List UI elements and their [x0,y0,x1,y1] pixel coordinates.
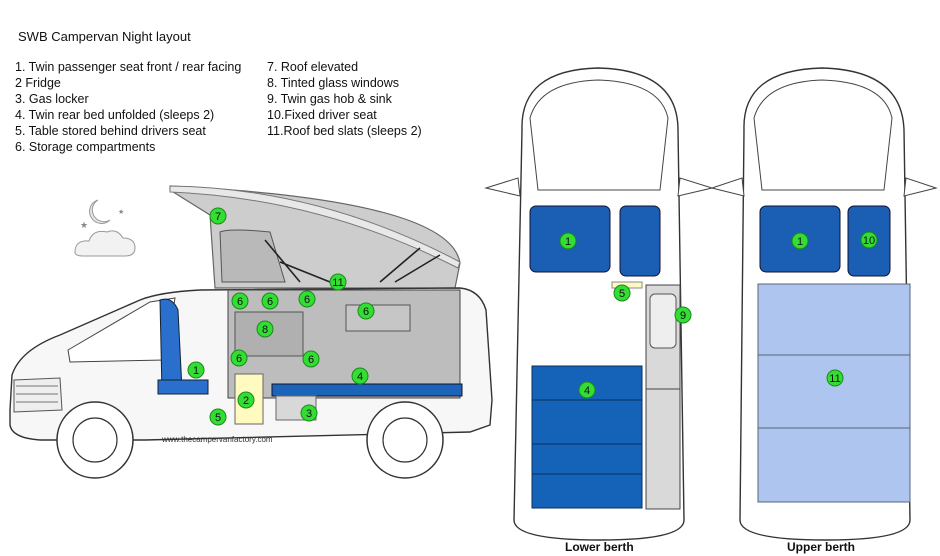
svg-text:6: 6 [267,296,273,308]
marker-2: 2 [237,391,255,409]
marker-1: 1 [791,232,809,250]
legend-item: 2 Fridge [15,76,61,90]
svg-text:9: 9 [680,310,686,322]
marker-6: 6 [298,290,316,308]
lower-berth-label: Lower berth [565,540,634,554]
legend-left: 1. Twin passenger seat front / rear faci… [15,59,241,155]
watermark-text: www.thecampervanfactory.com [161,435,273,444]
marker-4: 4 [578,381,596,399]
svg-text:6: 6 [304,294,310,306]
svg-text:8: 8 [262,324,268,336]
svg-text:1: 1 [193,365,199,377]
svg-text:1: 1 [565,236,571,248]
marker-3: 3 [300,404,318,422]
marker-5: 5 [209,408,227,426]
svg-text:11: 11 [829,373,840,385]
upper-berth-label: Upper berth [787,540,856,554]
svg-text:4: 4 [357,371,363,383]
marker-9: 9 [674,306,692,324]
svg-text:2: 2 [243,395,249,407]
svg-text:7: 7 [215,211,221,223]
side-view: www.thecampervanfactory.com [9,185,493,479]
number-markers: 7 11 6 6 6 6 8 6 6 4 1 2 5 3 1 5 9 4 1 10 11 [187,207,878,426]
svg-text:3: 3 [306,408,312,420]
upper-berth-plan [710,67,938,541]
legend-item: 4. Twin rear bed unfolded (sleeps 2) [15,108,215,122]
marker-11: 11 [826,369,844,387]
marker-6: 6 [231,292,249,310]
marker-6: 6 [357,302,375,320]
marker-7: 7 [209,207,227,225]
marker-1: 1 [559,232,577,250]
marker-1: 1 [187,361,205,379]
svg-text:5: 5 [215,412,221,424]
marker-4: 4 [351,367,369,385]
svg-text:1: 1 [797,236,803,248]
marker-8: 8 [256,320,274,338]
legend-item: 6. Storage compartments [15,140,156,154]
legend-item: 5. Table stored behind drivers seat [15,124,206,138]
svg-text:6: 6 [236,353,242,365]
legend-item: 3. Gas locker [15,92,89,106]
legend-item: 9. Twin gas hob & sink [267,92,392,106]
legend-item: 1. Twin passenger seat front / rear faci… [15,60,242,74]
svg-text:★: ★ [80,220,88,230]
svg-text:★: ★ [118,208,124,216]
moon-cloud-icon: ★ ★ [74,199,136,257]
svg-text:6: 6 [237,296,243,308]
svg-text:6: 6 [308,354,314,366]
legend-item: 11.Roof bed slats (sleeps 2) [267,124,422,138]
svg-text:5: 5 [619,288,625,300]
marker-6: 6 [302,350,320,368]
svg-text:6: 6 [363,306,369,318]
marker-6: 6 [261,292,279,310]
diagram-title: SWB Campervan Night layout [18,29,191,44]
marker-11: 11 [329,273,347,291]
svg-text:11: 11 [332,277,343,289]
lower-berth-plan [484,67,714,541]
legend-item: 10.Fixed driver seat [267,108,377,122]
marker-10: 10 [860,231,878,249]
svg-text:10: 10 [863,235,875,247]
marker-6: 6 [230,349,248,367]
marker-5: 5 [613,284,631,302]
legend-item: 8. Tinted glass windows [267,76,400,90]
legend-right: 7. Roof elevated 8. Tinted glass windows… [267,59,422,139]
legend-item: 7. Roof elevated [267,60,359,74]
svg-text:4: 4 [584,385,590,397]
